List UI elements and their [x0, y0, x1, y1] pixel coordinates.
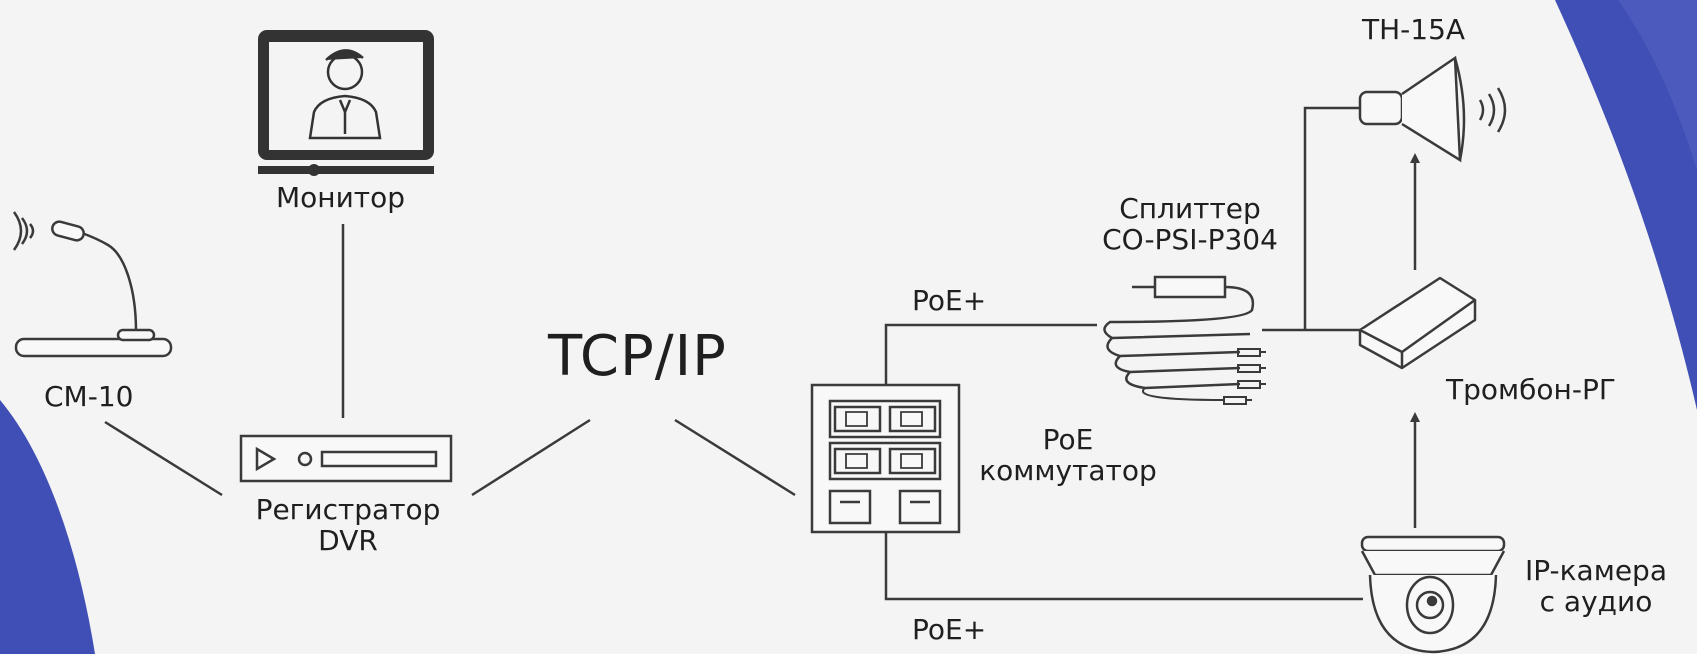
sound-waves-icon: [12, 211, 35, 251]
recorder-label-line1: Регистратор: [255, 493, 441, 526]
switch-label-line2: коммутатор: [979, 454, 1157, 488]
amplifier-label: Тромбон-РГ: [1446, 373, 1616, 406]
poe-top-label: PoE+: [912, 284, 987, 317]
microphone-icon: [14, 220, 173, 358]
camera-label: IP-камера с аудио: [1506, 555, 1686, 618]
splitter-icon: [1103, 275, 1266, 405]
connection-lines: [104, 106, 1420, 601]
line-recorder-network: [471, 418, 591, 497]
line-splitter-speaker: [1303, 106, 1360, 330]
amplifier-icon: [1358, 276, 1477, 370]
recorder-label-line2: DVR: [318, 524, 378, 558]
line-poe-top: [884, 323, 1097, 385]
sound-waves-icon: [1478, 87, 1507, 133]
line-mic-recorder: [104, 420, 223, 497]
recorder-icon: [239, 434, 453, 483]
splitter-label-line2: CO-PSI-P304: [1102, 223, 1278, 257]
switch-label: PoE коммутатор: [968, 424, 1168, 487]
microphone-label: CM-10: [44, 380, 134, 413]
camera-label-line1: IP-камера: [1525, 554, 1667, 587]
line-network-switch: [674, 418, 796, 497]
line-poe-bottom: [884, 532, 1363, 601]
recorder-label: Регистратор DVR: [238, 494, 458, 557]
camera-icon: [1360, 535, 1506, 654]
monitor-icon: [258, 30, 434, 176]
speaker-icon: [1358, 55, 1466, 163]
splitter-label-line1: Сплиттер: [1119, 192, 1261, 225]
switch-label-line1: PoE: [1042, 423, 1094, 456]
splitter-label: Сплиттер CO-PSI-P304: [1080, 193, 1300, 256]
network-label: TCP/IP: [548, 324, 727, 389]
monitor-label: Монитор: [276, 181, 406, 214]
decorative-corner-left: [0, 400, 95, 654]
decorative-corner-right: [1555, 0, 1697, 410]
poe-bottom-label: PoE+: [912, 613, 987, 646]
camera-label-line2: с аудио: [1539, 585, 1653, 619]
switch-icon: [810, 383, 961, 534]
speaker-label: TH-15A: [1362, 13, 1466, 46]
